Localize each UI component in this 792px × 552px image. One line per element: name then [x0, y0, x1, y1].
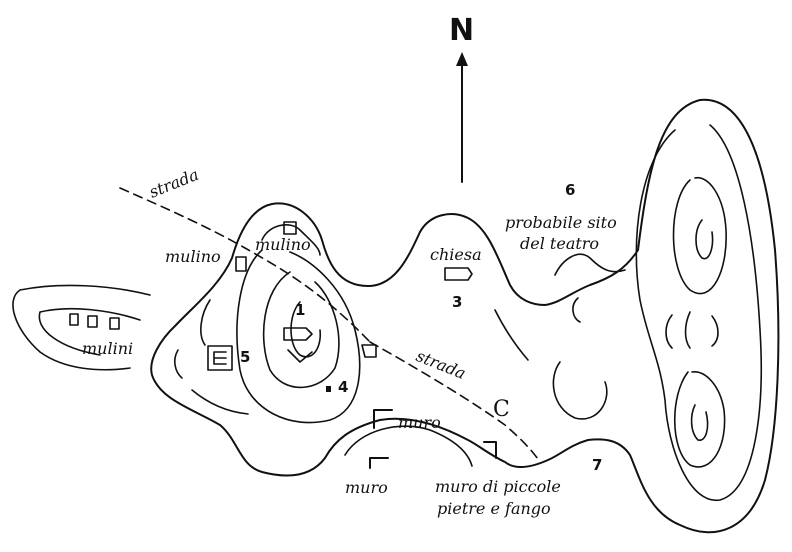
mulini-ridge-outer [12, 284, 151, 371]
road-upper [119, 187, 371, 343]
contour-right-lower-inner [690, 404, 709, 441]
small-building-road [361, 344, 377, 358]
label-teatro-line1: probabile sito [505, 213, 617, 232]
contour-right-ticks-a [665, 314, 673, 349]
contour-left-c [191, 389, 249, 415]
muro-fango-corner [483, 441, 497, 459]
contour-mid-depression [552, 361, 608, 420]
number-6: 6 [565, 181, 575, 199]
number-5: 5 [240, 348, 250, 366]
label-muro-fango-line2: pietre e fango [437, 499, 551, 518]
contour-left-b [173, 349, 183, 379]
label-strada-top: strada [146, 165, 201, 202]
label-muro-a: muro [398, 413, 441, 432]
contour-right-ticks-b [684, 311, 691, 349]
contour-hill1-inner [290, 301, 322, 358]
feature-4-marker [326, 386, 331, 392]
contour-hill1-check [287, 349, 313, 363]
mulini-building-1 [69, 313, 79, 326]
muro-a-corner [373, 409, 393, 429]
label-mulino-top: mulino [255, 235, 311, 254]
label-strada-mid: strada [414, 346, 469, 383]
contour-bottom-inner [344, 425, 473, 467]
mulino-top-building [283, 221, 297, 235]
road-lower [369, 341, 541, 463]
contour-hill1-outer [236, 249, 361, 424]
mulini-building-3 [109, 317, 120, 330]
label-teatro-line2: del teatro [520, 234, 599, 253]
contour-right-upper-inner [695, 219, 714, 260]
site-outline [150, 98, 780, 534]
label-mulino-left: mulino [165, 247, 221, 266]
contour-teatro-a [554, 253, 626, 276]
north-arrow: N [449, 13, 474, 183]
feature-5-structure [207, 345, 233, 371]
label-mulini: mulini [82, 339, 133, 358]
feature-1-building [283, 327, 313, 341]
contour-right-upper-mid [672, 177, 727, 295]
label-c-mark: C [493, 397, 510, 422]
label-muro-b: muro [345, 478, 388, 497]
number-3: 3 [452, 293, 462, 311]
contour-right-ticks-c [711, 315, 719, 347]
contour-hill1-mid [262, 271, 340, 389]
label-chiesa: chiesa [430, 245, 482, 264]
contour-right-outer [635, 124, 762, 501]
label-muro-fango-line1: muro di piccole [435, 477, 561, 496]
mulini-ridge-inner [38, 307, 141, 356]
chiesa-building [444, 267, 473, 281]
contour-top-hill [261, 224, 321, 256]
mulini-building-2 [87, 315, 98, 328]
number-7: 7 [592, 456, 602, 474]
contour-right-lower-mid [673, 371, 726, 468]
north-label: N [449, 13, 474, 48]
contour-teatro-b [572, 297, 581, 323]
contour-mid-left [494, 309, 529, 361]
muro-b-corner [369, 457, 389, 469]
number-1: 1 [295, 301, 305, 319]
contour-left-a [200, 299, 211, 346]
number-4: 4 [338, 378, 348, 396]
mulino-left-building [235, 256, 247, 272]
